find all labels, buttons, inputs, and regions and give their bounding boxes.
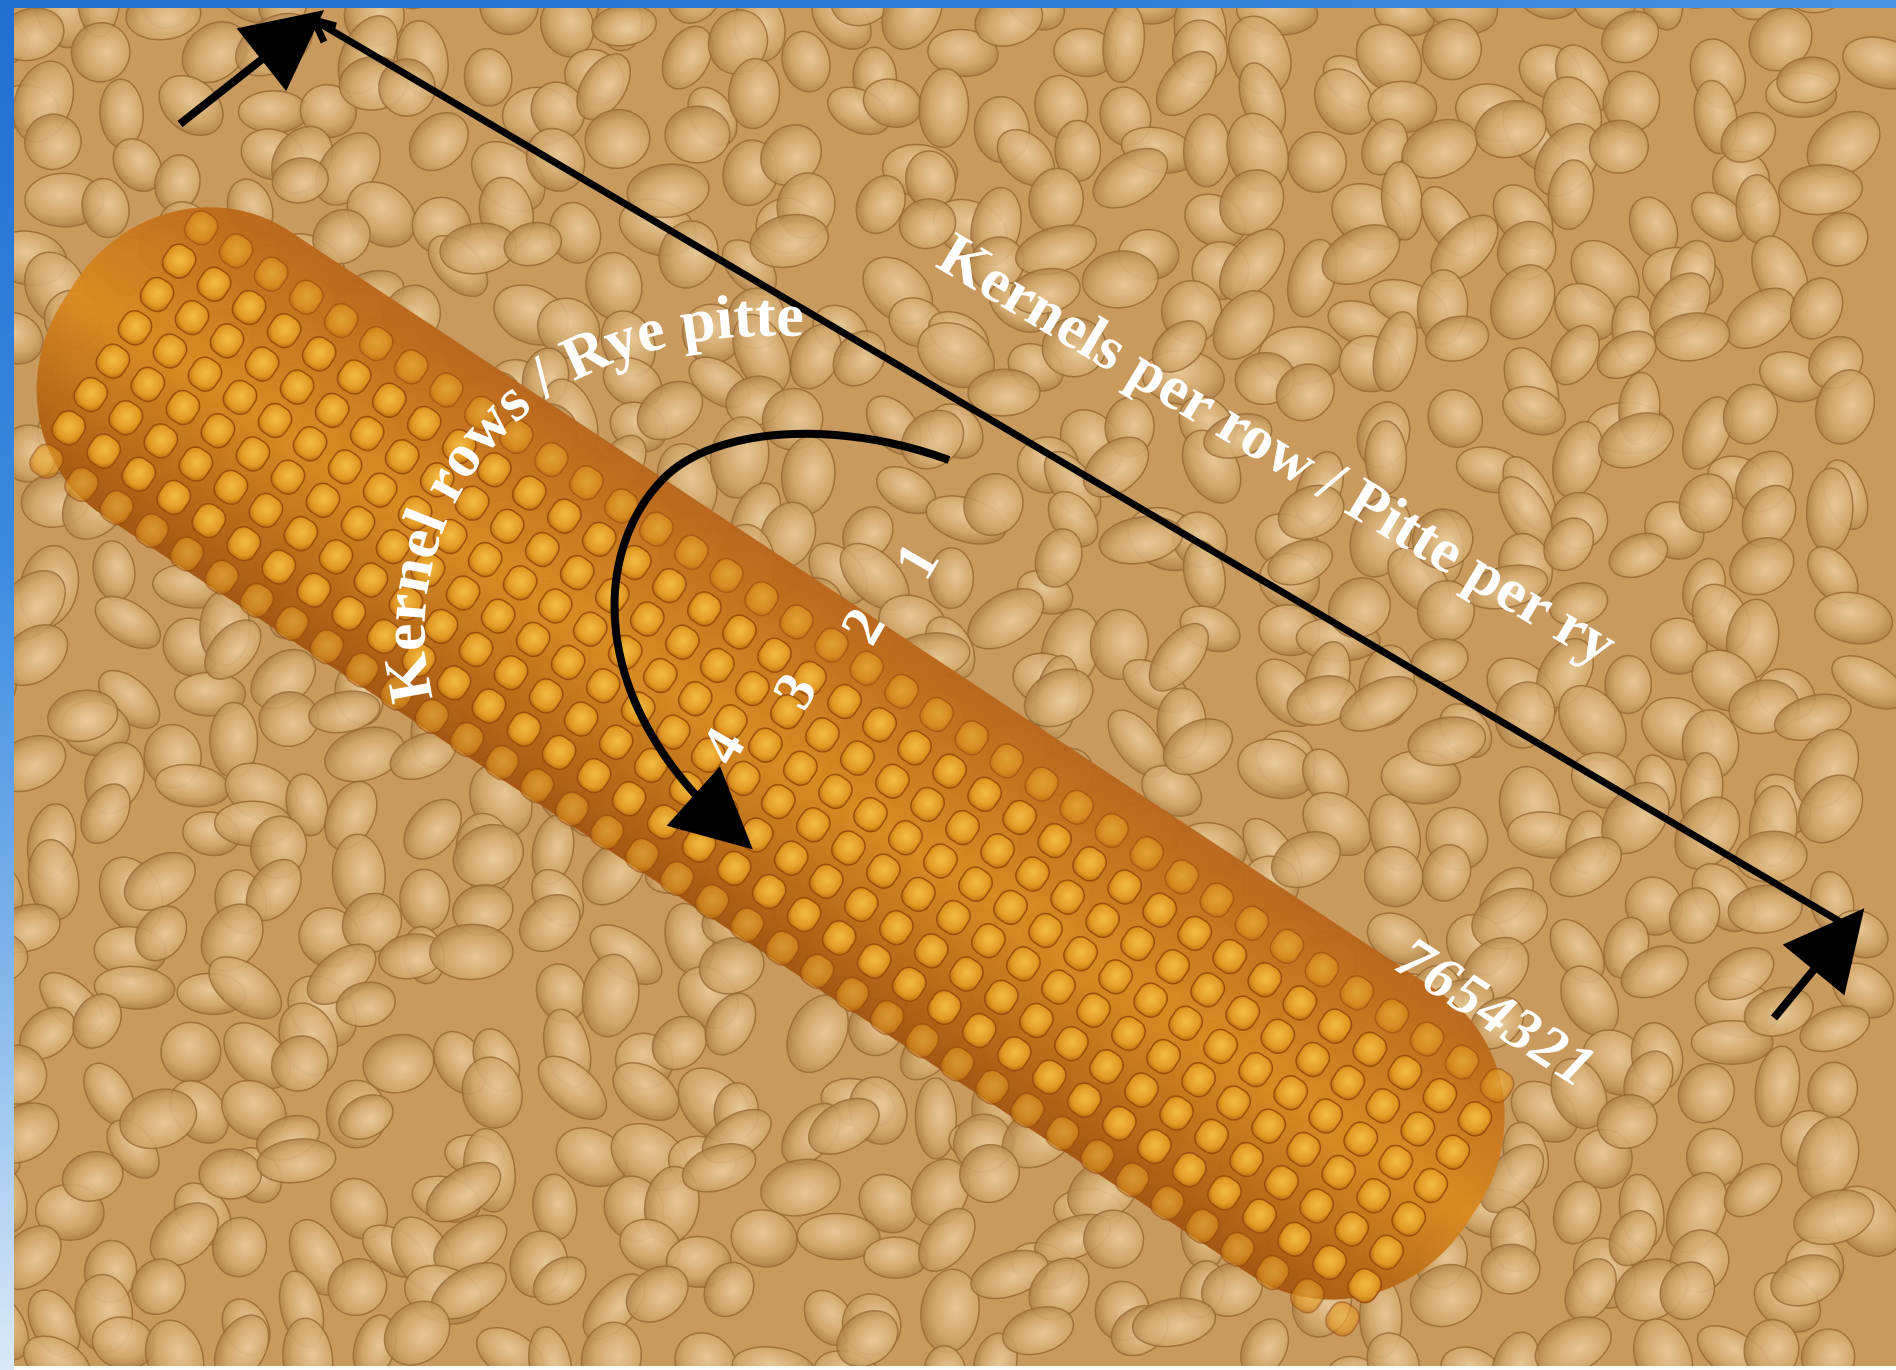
top-border xyxy=(0,0,1896,8)
corn-photo: Kernel rows / Rye pitte Kernels per row … xyxy=(14,8,1896,1366)
left-border xyxy=(0,0,14,1370)
